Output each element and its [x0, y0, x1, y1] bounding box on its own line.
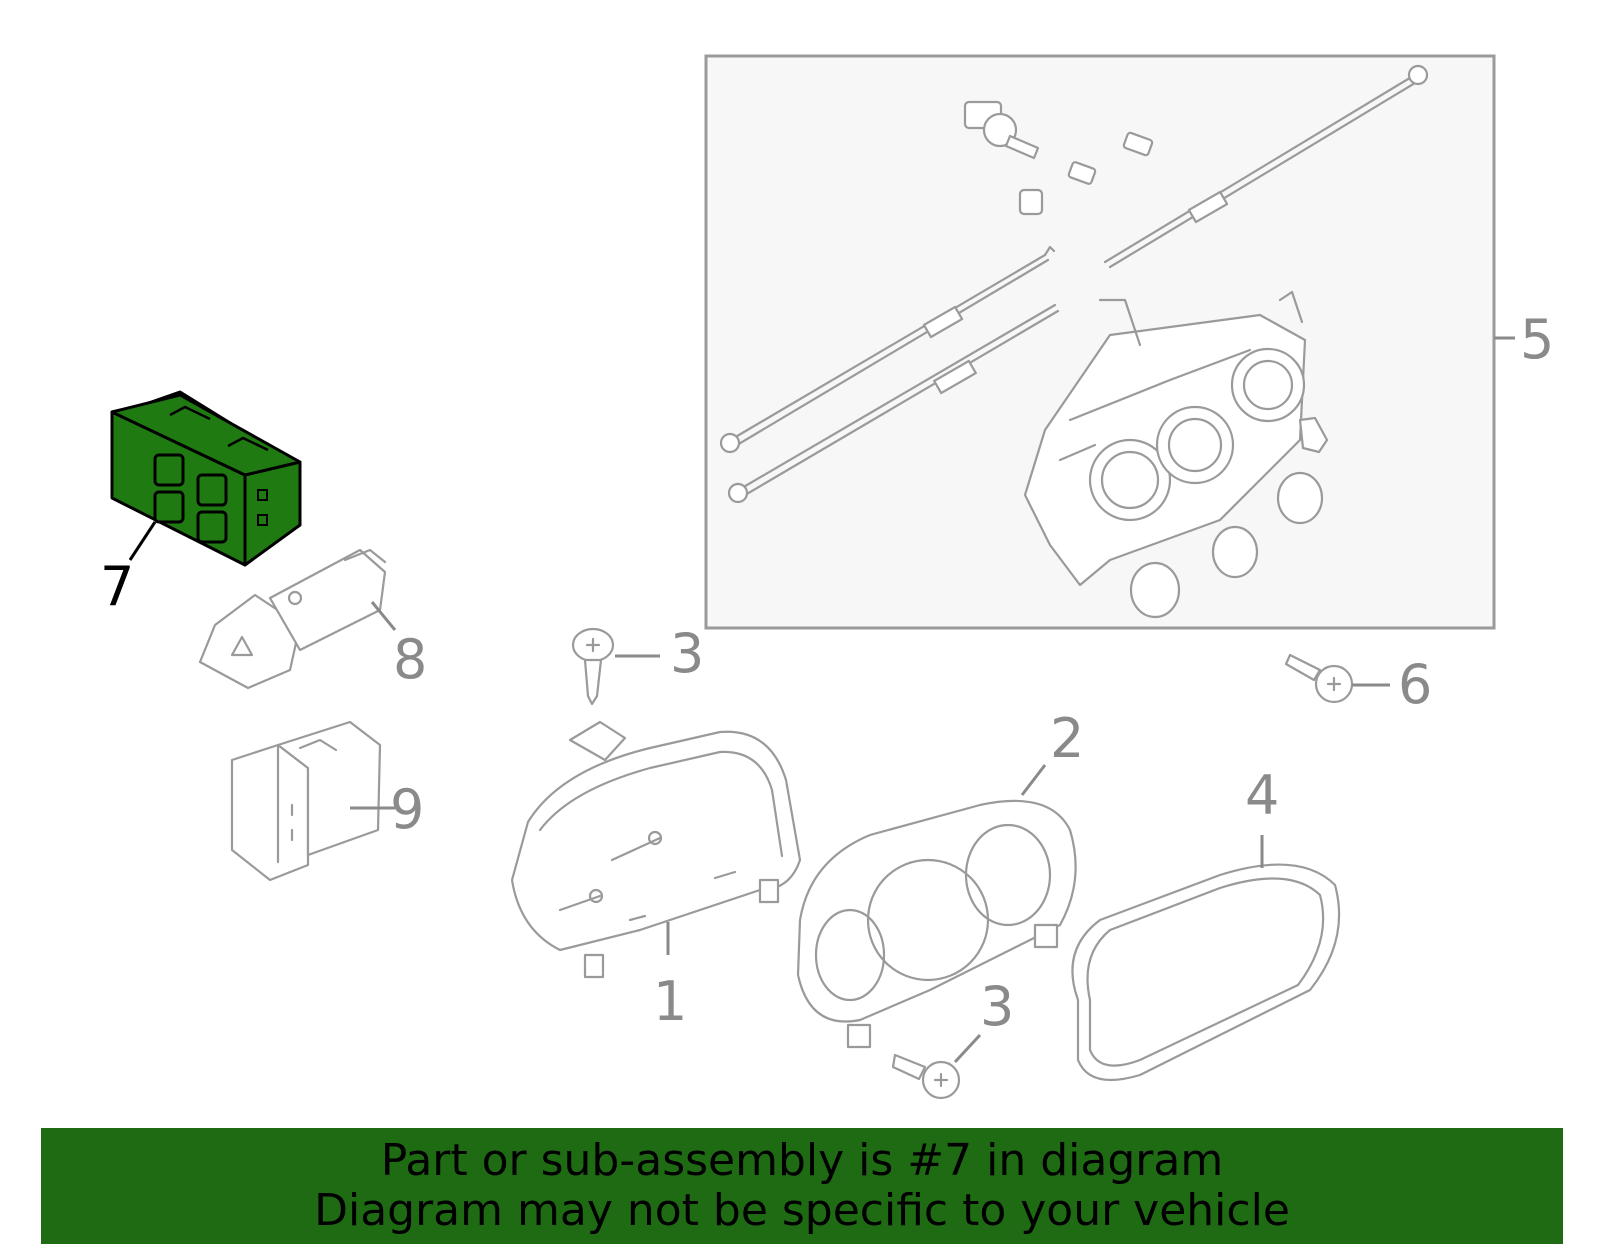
callout-1: 1 — [653, 970, 687, 1033]
control-knobs — [1129, 416, 1329, 619]
part-3-screw-lower[interactable] — [891, 1053, 961, 1100]
part-1-cluster-housing[interactable] — [510, 720, 802, 979]
clip-part-b — [1067, 161, 1097, 185]
control-cable-upper — [719, 245, 1056, 454]
callout-5: 5 — [1520, 308, 1554, 371]
control-cable-top — [1103, 64, 1429, 269]
leader-2 — [1020, 764, 1047, 796]
leader-3b — [953, 1033, 982, 1064]
callout-3-upper: 3 — [670, 622, 704, 685]
part-5-inset[interactable] — [704, 54, 1496, 630]
clip-part-a — [1122, 131, 1154, 157]
blower-switch-part — [963, 100, 1040, 160]
notice-banner: Part or sub-assembly is #7 in diagram Di… — [41, 1128, 1563, 1244]
part-7-switch-assembly-highlighted[interactable] — [110, 390, 302, 567]
leader-7 — [128, 521, 157, 561]
callout-2: 2 — [1050, 707, 1084, 770]
banner-line-2: Diagram may not be specific to your vehi… — [314, 1185, 1290, 1236]
callout-4: 4 — [1245, 764, 1279, 827]
callout-6: 6 — [1398, 653, 1432, 716]
climate-control-housing — [1023, 290, 1307, 587]
part-2-cluster-bezel[interactable] — [796, 799, 1077, 1049]
callout-labels: 1 2 3 3 4 5 6 7 8 9 — [100, 308, 1554, 1038]
callout-8: 8 — [393, 628, 427, 691]
leader-lines — [128, 336, 1515, 1064]
leader-8 — [370, 601, 397, 631]
part-6-screw[interactable] — [1284, 653, 1354, 704]
callout-3-lower: 3 — [980, 975, 1014, 1038]
part-4-cluster-lens[interactable] — [1071, 863, 1341, 1082]
control-cable-middle — [727, 303, 1060, 504]
banner-line-1: Part or sub-assembly is #7 in diagram — [380, 1135, 1224, 1186]
part-8-hazard-switch[interactable] — [198, 548, 387, 690]
clip-part-c — [1018, 188, 1044, 216]
part-3-screw-upper[interactable] — [571, 627, 615, 706]
callout-9: 9 — [390, 778, 424, 841]
part-9-switch[interactable] — [230, 720, 382, 882]
callout-7: 7 — [100, 555, 134, 618]
